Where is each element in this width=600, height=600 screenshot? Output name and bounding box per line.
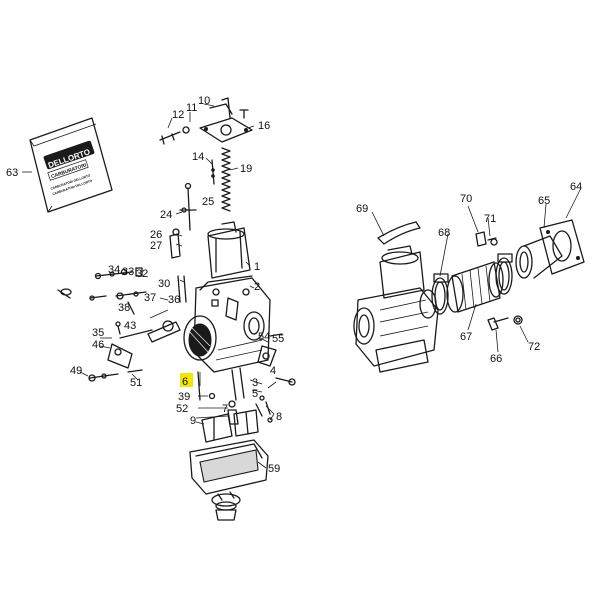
installed-carburetor	[353, 221, 439, 373]
manifold-bolts	[475, 231, 523, 331]
callout-26: 26	[150, 229, 162, 241]
top-cap-assembly	[159, 97, 253, 185]
callout-59: 59	[268, 463, 280, 475]
callout-69: 69	[356, 203, 368, 215]
callout-71: 71	[484, 213, 496, 225]
carburetor-package: DELLORTO CARBURATORI CARBURATORI DELLORT…	[29, 117, 113, 213]
callout-65: 65	[538, 195, 550, 207]
right-small-parts	[257, 333, 296, 386]
callout-37: 37	[144, 292, 156, 304]
jets-assembly	[197, 367, 273, 425]
callout-32: 32	[136, 268, 148, 280]
callout-39: 39	[178, 391, 190, 403]
left-small-parts	[57, 207, 197, 315]
callout-46: 46	[92, 339, 104, 351]
callout-10: 10	[198, 95, 210, 107]
callout-7: 7	[222, 403, 228, 415]
choke-lever-assembly	[88, 320, 181, 382]
intake-rubber	[446, 261, 504, 313]
callout-4: 4	[270, 365, 276, 377]
callout-12: 12	[172, 109, 184, 121]
carburetor-body	[183, 275, 271, 373]
callout-64: 64	[570, 181, 582, 193]
callout-52: 52	[176, 403, 188, 415]
callout-70: 70	[460, 193, 472, 205]
callout-19: 19	[240, 163, 252, 175]
callout-38: 38	[118, 302, 130, 314]
callout-8: 8	[276, 411, 282, 423]
intake-manifold	[515, 219, 585, 279]
callout-9: 9	[190, 415, 196, 427]
callout-55: 55	[272, 333, 284, 345]
callout-24: 24	[160, 209, 172, 221]
throttle-spring	[221, 147, 231, 212]
callout-72: 72	[528, 341, 540, 353]
callout-33: 33	[122, 266, 134, 278]
callout-34: 34	[108, 264, 120, 276]
callout-14: 14	[192, 151, 204, 163]
hose-clamps	[431, 253, 513, 315]
callout-66: 66	[490, 353, 502, 365]
callout-25: 25	[202, 196, 214, 208]
callout-30: 30	[158, 278, 170, 290]
callout-67: 67	[460, 331, 472, 343]
callout-68: 68	[438, 227, 450, 239]
callout-35: 35	[92, 327, 104, 339]
callout-63: 63	[6, 167, 18, 179]
callout-labels: 63 12 11 10 16 14 19 24 25 26 27 30 1 2 …	[6, 95, 582, 475]
callout-11: 11	[186, 102, 197, 114]
callout-6-highlight	[180, 373, 193, 387]
callout-6: 6	[182, 376, 188, 388]
slide-body	[184, 182, 251, 279]
callout-5: 5	[252, 388, 258, 400]
callout-27: 27	[150, 240, 162, 252]
callout-16: 16	[258, 120, 270, 132]
callout-36: 36	[168, 294, 180, 306]
callout-43: 43	[124, 320, 136, 332]
leader-lines	[22, 103, 581, 469]
callout-51: 51	[130, 377, 142, 389]
callout-49: 49	[70, 365, 82, 377]
callout-54: 54	[258, 331, 270, 343]
callout-3: 3	[252, 377, 258, 389]
callout-1: 1	[254, 261, 260, 273]
callout-2: 2	[254, 281, 260, 293]
float-and-bowl	[189, 409, 269, 521]
